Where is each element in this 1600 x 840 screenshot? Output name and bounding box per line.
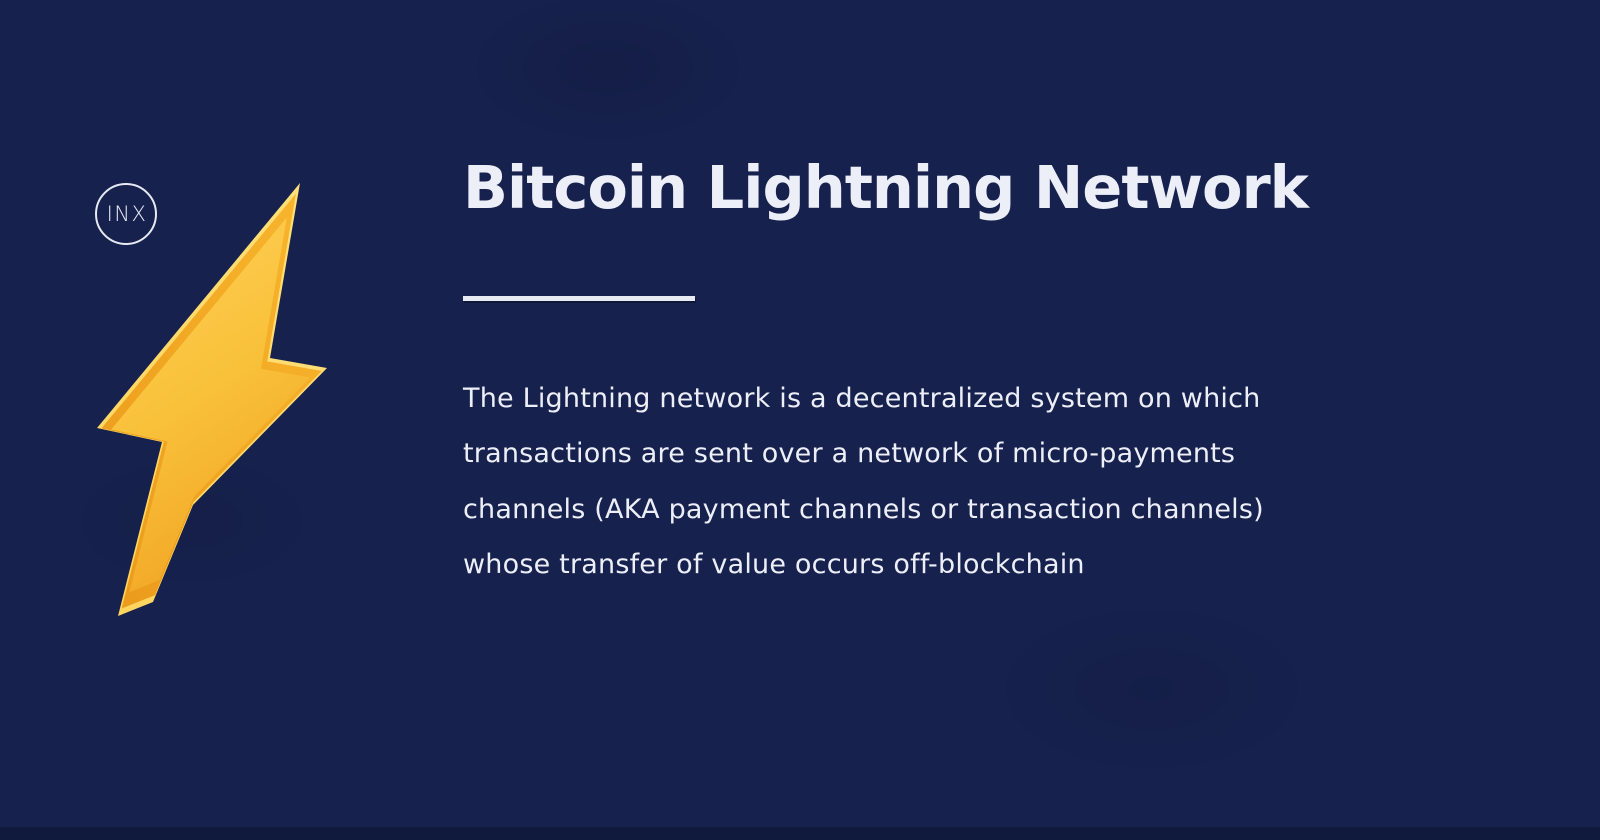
paragraph-line: whose transfer of value occurs off-block… xyxy=(463,549,1085,581)
title-divider xyxy=(463,295,695,301)
page-title: Bitcoin Lightning Network xyxy=(463,153,1309,222)
inx-logo-text: INX xyxy=(106,202,148,226)
paragraph-line: channels (AKA payment channels or transa… xyxy=(463,493,1264,525)
inx-logo: INX xyxy=(95,183,157,245)
bottom-bar xyxy=(0,827,1600,840)
content-column: Bitcoin Lightning Network The Lightning … xyxy=(463,152,1383,593)
paragraph-line: transactions are sent over a network of … xyxy=(463,438,1236,470)
paragraph-line: The Lightning network is a decentralized… xyxy=(463,382,1261,414)
description-paragraph: The Lightning network is a decentralized… xyxy=(463,371,1383,593)
